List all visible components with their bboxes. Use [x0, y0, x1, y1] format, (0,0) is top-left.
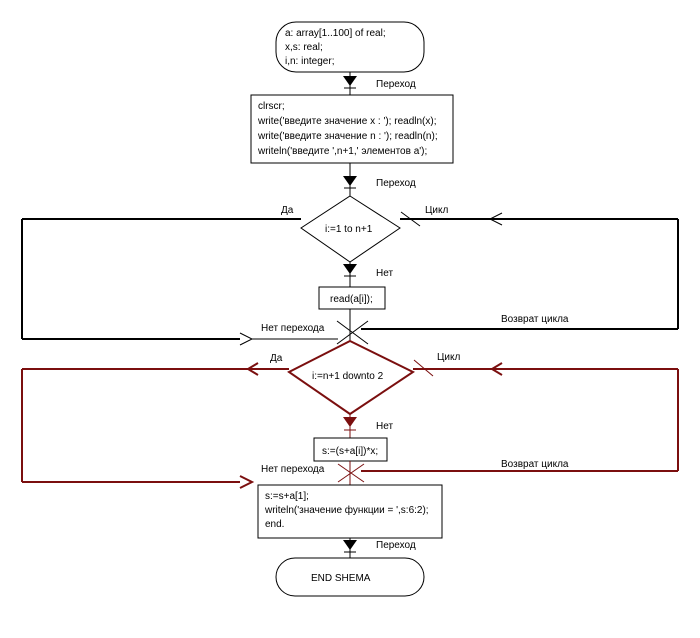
loop2-return-label: Возврат цикла — [501, 459, 569, 470]
output-process-block: s:=s+a[1]; writeln('значение функции = '… — [257, 484, 443, 539]
loop1-cycle-label: Цикл — [425, 205, 448, 216]
loop1-body-text: read(a[i]); — [330, 294, 373, 305]
loop2-yes-label: Да — [270, 353, 283, 364]
start-line-1: a: array[1..100] of real; — [285, 28, 386, 39]
loop1-decision: i:=1 to n+1 — [300, 195, 401, 263]
start-line-3: i,n: integer; — [285, 56, 334, 67]
loop2-exit-path: Да — [21, 353, 289, 489]
end-terminator: END SHEMA — [275, 557, 425, 597]
loop2-return-path: Цикл Возврат цикла — [361, 352, 679, 472]
arrow-down-icon — [343, 176, 357, 186]
arrow-right-icon — [239, 475, 255, 489]
transition-label-1: Переход — [376, 79, 416, 90]
input-line-2: write('введите значение x : '); readln(x… — [257, 116, 436, 127]
loop2-condition: i:=n+1 downto 2 — [312, 371, 384, 382]
connector-output-to-end: Переход — [343, 538, 416, 558]
loop2-no-transition-label: Нет перехода — [261, 464, 325, 475]
connector-start-to-input: Переход — [343, 72, 416, 95]
loop2-body-connector: Нет — [343, 414, 393, 438]
output-line-1: s:=s+a[1]; — [265, 491, 309, 502]
output-line-2: writeln('значение функции = ',s:6:2); — [264, 504, 429, 516]
input-line-4: writeln('введите ',n+1,' элементов a'); — [257, 146, 427, 157]
loop1-no-transition-label: Нет перехода — [261, 323, 325, 334]
loop1-condition: i:=1 to n+1 — [325, 224, 373, 235]
input-line-3: write('введите значение n : '); readln(n… — [257, 131, 438, 142]
connector-input-to-loop1: Переход — [343, 163, 416, 196]
transition-label-2: Переход — [376, 178, 416, 189]
arrow-down-icon — [343, 417, 357, 427]
loop1-return-path: Цикл Возврат цикла — [361, 205, 679, 330]
loop1-no-label: Нет — [376, 268, 393, 279]
arrow-down-icon — [343, 540, 357, 550]
start-terminator: a: array[1..100] of real; x,s: real; i,n… — [275, 21, 425, 73]
arrow-left-icon — [246, 362, 259, 376]
arrow-down-icon — [343, 76, 357, 86]
arrow-left-icon — [488, 212, 503, 226]
start-line-2: x,s: real; — [285, 42, 323, 53]
loop1-exit-path: Да — [21, 205, 338, 346]
loop1-body-connector: Нет — [343, 262, 393, 287]
loop1-return-label: Возврат цикла — [501, 314, 569, 325]
arrow-down-icon — [343, 264, 357, 274]
transition-label-3: Переход — [376, 540, 416, 551]
arrow-right-icon — [239, 332, 254, 346]
end-label: END SHEMA — [311, 573, 371, 584]
loop1-body-block: read(a[i]); — [318, 286, 386, 310]
loop2-decision: i:=n+1 downto 2 — [287, 339, 415, 416]
input-process-block: clrscr; write('введите значение x : '); … — [250, 94, 454, 164]
input-line-1: clrscr; — [258, 101, 285, 112]
loop2-junction: Нет перехода — [261, 461, 365, 485]
loop2-cycle-label: Цикл — [437, 352, 460, 363]
loop1-junction: Нет перехода — [261, 309, 369, 345]
loop2-body-block: s:=(s+a[i])*x; — [313, 437, 388, 462]
output-line-3: end. — [265, 519, 284, 530]
arrow-left-icon — [490, 362, 503, 376]
loop2-no-label: Нет — [376, 421, 393, 432]
loop1-yes-label: Да — [281, 205, 294, 216]
loop2-body-text: s:=(s+a[i])*x; — [322, 446, 378, 457]
